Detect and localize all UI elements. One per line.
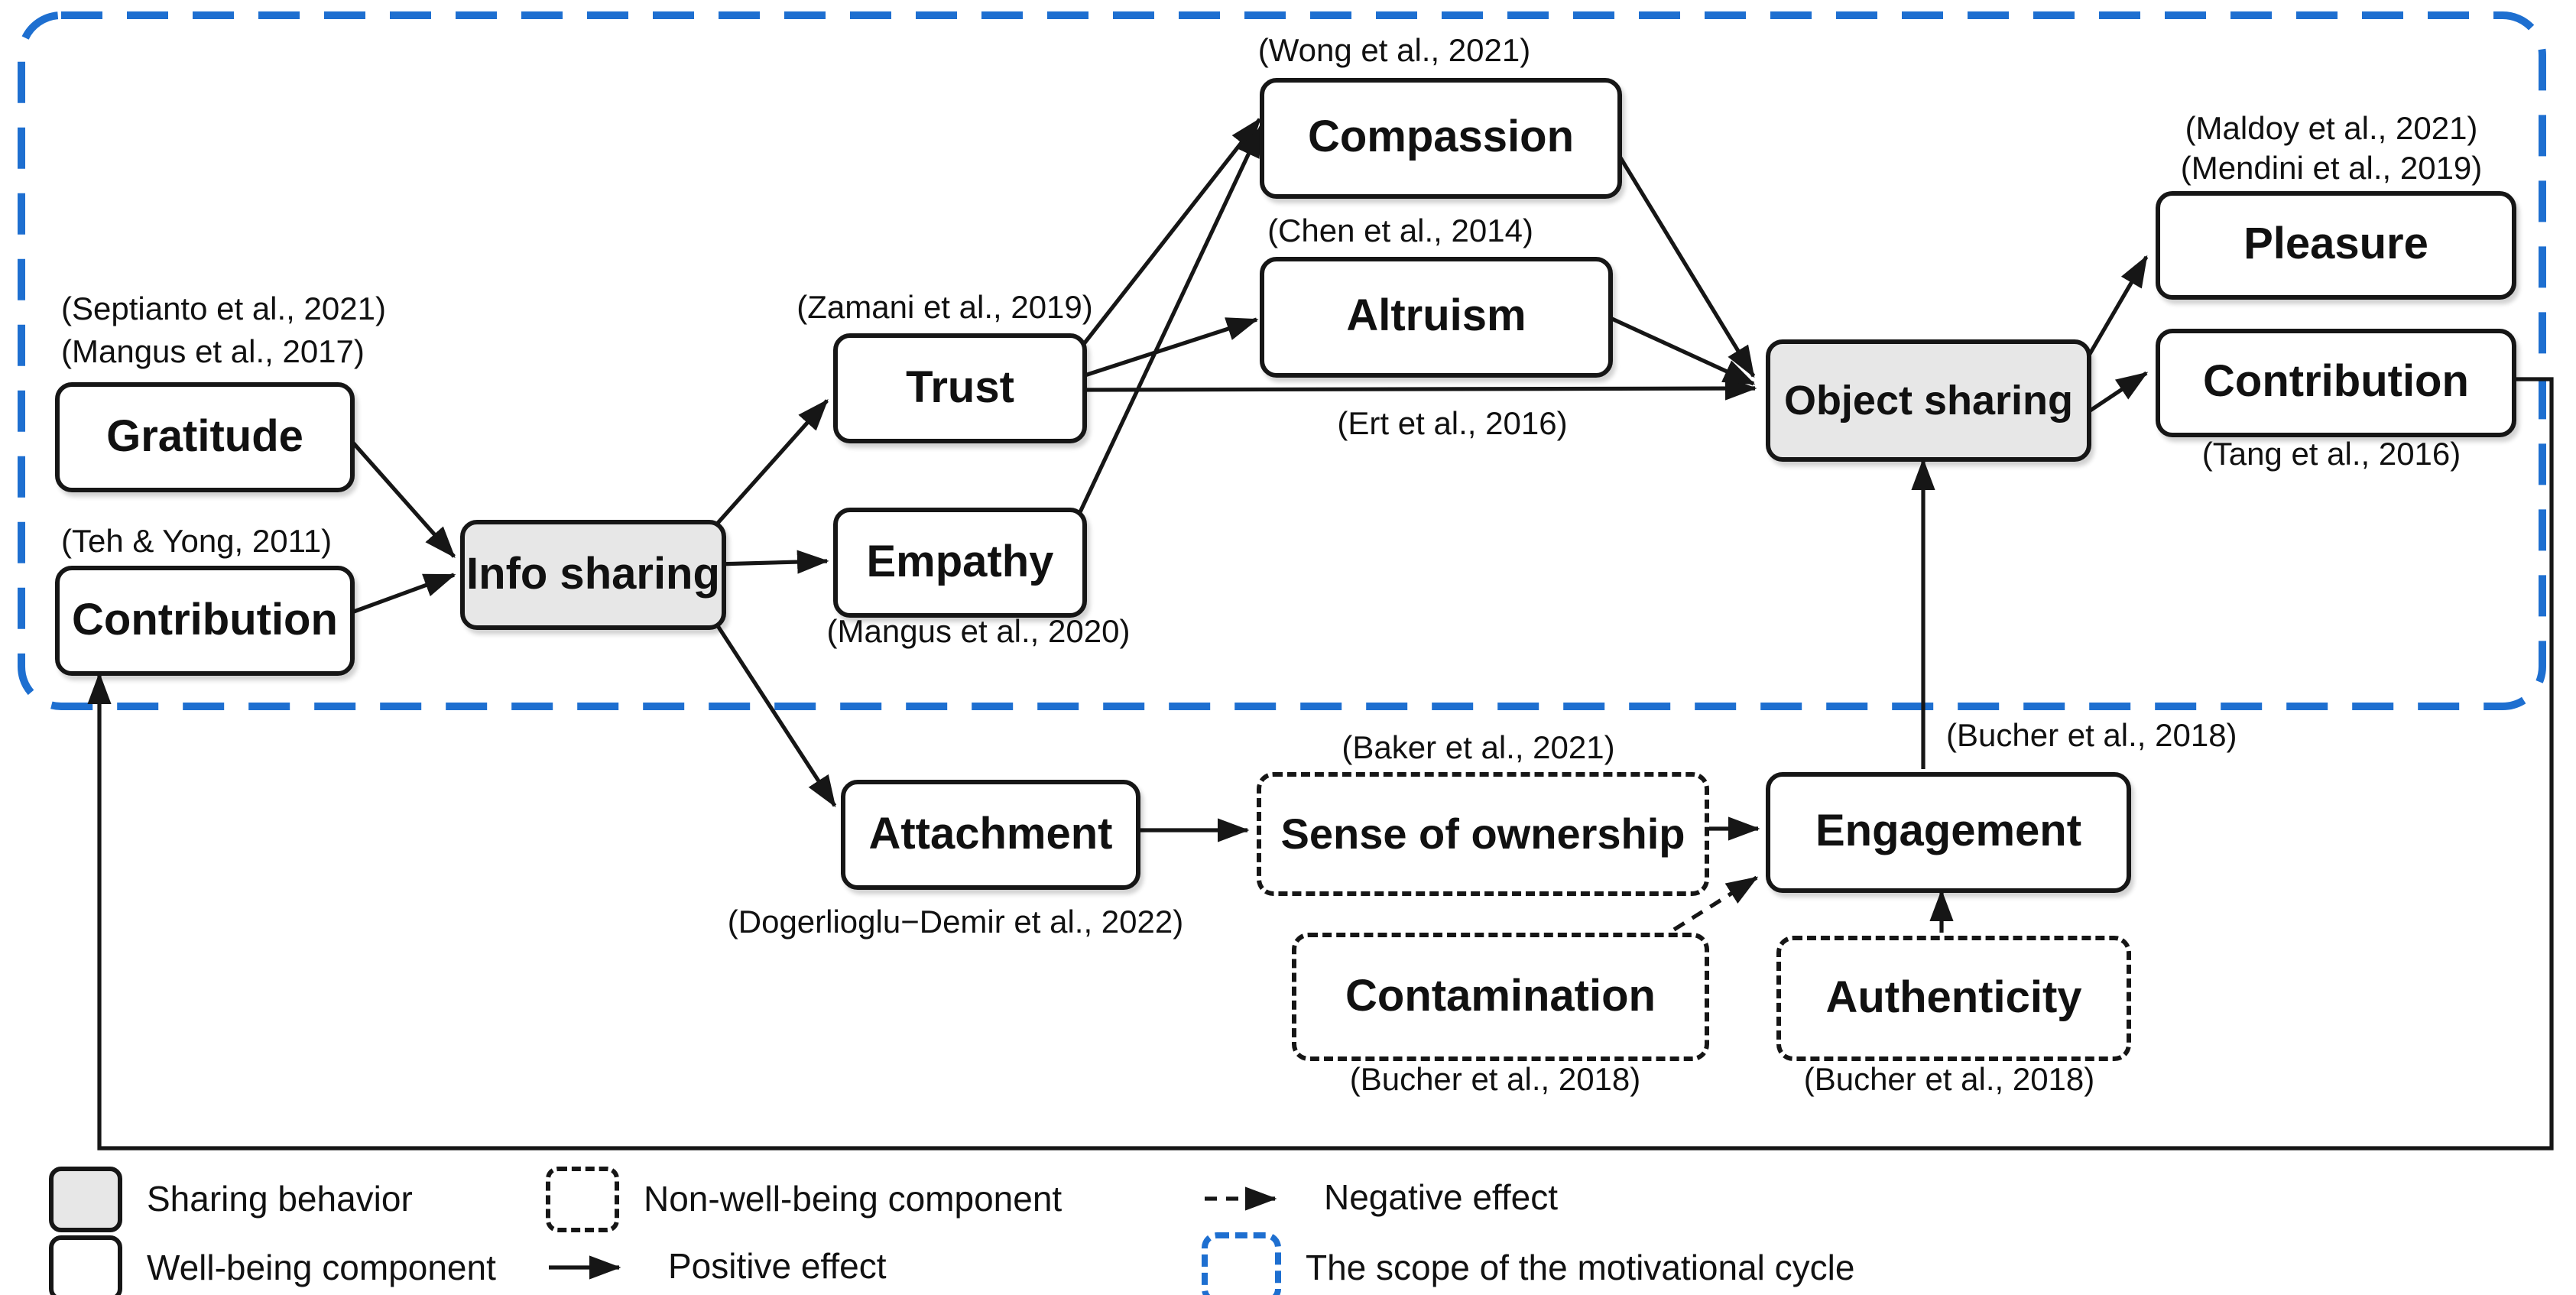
node-label: Attachment [868,810,1113,858]
node-empathy: Empathy [833,508,1087,618]
node-label: Compassion [1307,113,1575,162]
legend-label: Sharing behavior [147,1179,413,1219]
edge-altruism-objectsharing [1602,313,1756,386]
node-engagement: Engagement [1766,772,2131,893]
edge-trust-altruism [1077,317,1259,380]
legend-label: Non-well-being component [644,1179,1063,1219]
citation-contribution-left: (Teh & Yong, 2011) [61,524,333,560]
scope-boundary [18,11,2546,710]
node-trust: Trust [833,333,1087,443]
node-label: Trust [906,363,1014,412]
legend-label: Well-being component [147,1248,496,1287]
positive-effect-arrow-icon [549,1254,621,1279]
negative-effect-arrow-icon [1205,1186,1277,1210]
node-label: Info sharing [466,550,720,599]
node-info-sharing: Info sharing [460,520,726,630]
citation-contamination: (Bucher et al., 2018) [1349,1063,1641,1098]
edge-infosharing-empathy [716,550,829,574]
citation-sense-of-ownership: (Baker et al., 2021) [1342,731,1615,766]
node-label: Sense of ownership [1280,810,1685,857]
edge-gratitude-infosharing [344,433,456,558]
node-pleasure: Pleasure [2156,191,2516,300]
citation-attachment: (Dogerlioglu−Demir et al., 2022) [727,905,1184,940]
edge-compassion-objectsharing [1611,144,1756,378]
scope-boundary-swatch [1202,1232,1281,1295]
node-contribution-right: Contribution [2156,329,2516,437]
citation-edge-engagement-object: (Bucher et al., 2018) [1946,719,2237,754]
citation-contribution-right: (Tang et al., 2016) [2201,437,2461,472]
node-sense-of-ownership: Sense of ownership [1257,772,1709,896]
edge-infosharing-attachment [710,616,837,808]
wellbeing-component-swatch [49,1235,122,1295]
legend-item-wellbeing-component: Well-being component [49,1235,496,1295]
node-label: Gratitude [106,412,303,461]
legend-item-positive-effect: Positive effect [546,1246,887,1287]
legend-item-non-wellbeing-component: Non-well-being component [546,1167,1062,1232]
edge-contributionright-contributionleft-loop [87,377,2554,1151]
legend-label: Positive effect [668,1246,887,1286]
node-compassion: Compassion [1260,78,1622,199]
legend-label: Negative effect [1324,1177,1559,1217]
edge-empathy-compassion [1077,125,1264,515]
node-label: Authenticity [1825,973,2082,1022]
citation-trust: (Zamani et al., 2019) [796,290,1093,326]
citation-edge-trust-object: (Ert et al., 2016) [1337,407,1568,442]
node-label: Contribution [72,596,338,644]
citation-gratitude-1: (Septianto et al., 2021) [61,292,386,327]
node-contamination: Contamination [1292,933,1709,1061]
citation-empathy: (Mangus et al., 2020) [826,615,1131,650]
edge-contamination-engagement-negative [1672,875,1759,932]
sharing-behavior-swatch [49,1167,122,1232]
node-label: Pleasure [2243,220,2428,269]
edge-contributionleft-infosharing [345,573,456,617]
node-label: Object sharing [1783,377,2074,423]
citation-pleasure-2: (Mendini et al., 2019) [2180,151,2483,187]
node-label: Empathy [866,537,1054,586]
citation-altruism: (Chen et al., 2014) [1267,214,1533,249]
edge-trust-objectsharing [1077,376,1757,401]
citation-compassion: (Wong et al., 2021) [1257,34,1531,69]
legend-item-sharing-behavior: Sharing behavior [49,1167,413,1232]
node-object-sharing: Object sharing [1766,339,2091,462]
node-label: Altruism [1346,292,1526,341]
legend-item-negative-effect: Negative effect [1202,1177,1558,1219]
legend-item-scope: The scope of the motivational cycle [1202,1232,1855,1295]
node-label: Contribution [2203,358,2469,407]
node-label: Engagement [1815,807,2082,856]
node-gratitude: Gratitude [55,382,355,492]
edge-infosharing-trust [711,399,829,531]
node-contribution-left: Contribution [55,566,355,676]
citation-pleasure-1: (Maldoy et al., 2021) [2185,112,2478,147]
node-altruism: Altruism [1260,257,1613,378]
non-wellbeing-component-swatch [546,1167,619,1232]
citation-gratitude-2: (Mangus et al., 2017) [61,335,365,370]
edge-trust-compassion [1075,117,1262,353]
node-authenticity: Authenticity [1776,936,2131,1061]
citation-authenticity: (Bucher et al., 2018) [1803,1063,2095,1098]
legend-label: The scope of the motivational cycle [1306,1248,1855,1287]
edge-objectsharing-pleasure [2080,255,2149,368]
node-attachment: Attachment [841,780,1140,890]
edge-objectsharing-contributionright [2081,371,2149,418]
node-label: Contamination [1345,972,1656,1021]
